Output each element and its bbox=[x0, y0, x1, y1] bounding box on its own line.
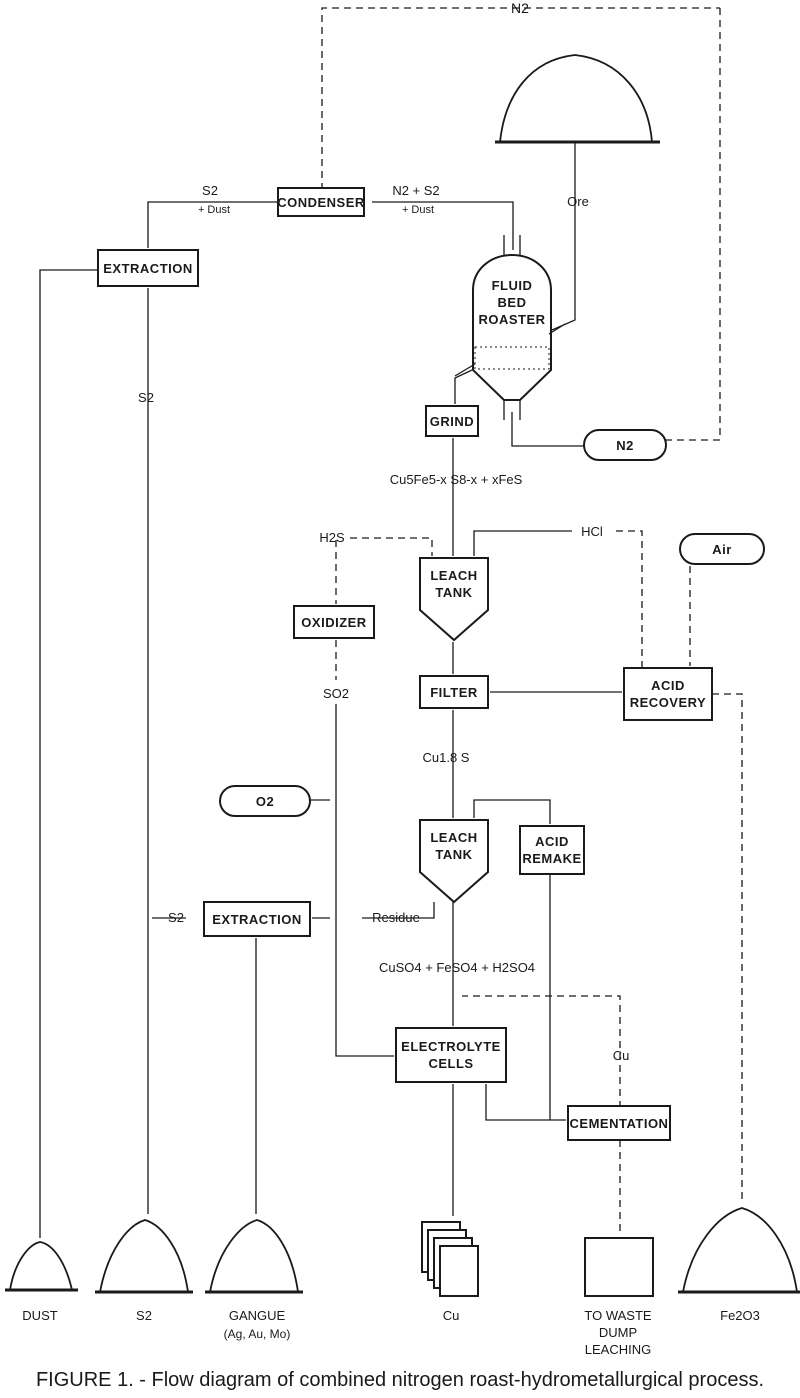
leach-tank-1-label-2: TANK bbox=[435, 585, 472, 600]
cementation-box bbox=[567, 1105, 671, 1141]
s2-dust-label-1: S2 bbox=[202, 183, 218, 198]
grind-box bbox=[425, 405, 479, 437]
extraction-top-box bbox=[97, 249, 199, 287]
to-cementation-line bbox=[485, 1084, 566, 1121]
cu-recycle-label: Cu bbox=[613, 1048, 630, 1063]
n2-recycle-line bbox=[321, 7, 720, 190]
extraction-bottom-label: EXTRACTION bbox=[212, 912, 302, 927]
leach-liquor-label: CuSO4 + FeSO4 + H2SO4 bbox=[379, 960, 535, 975]
electrolyte-cells-label-2: CELLS bbox=[428, 1056, 473, 1071]
ore-pile bbox=[495, 54, 660, 144]
ore-feed-line bbox=[551, 142, 576, 331]
n2-tank bbox=[583, 429, 667, 461]
hcl-label: HCl bbox=[581, 524, 603, 539]
h2s-to-leach-line bbox=[350, 537, 433, 556]
dust-line bbox=[39, 269, 98, 1238]
leach-tank-2 bbox=[419, 819, 489, 904]
extraction-bottom-box bbox=[203, 901, 311, 937]
acid-recovery-label-2: RECOVERY bbox=[630, 695, 706, 710]
s2-pile bbox=[95, 1219, 193, 1294]
s2-mid-label: S2 bbox=[138, 390, 154, 405]
electrolyte-cells-box bbox=[395, 1027, 507, 1083]
grind-label: GRIND bbox=[430, 414, 474, 429]
copper-sheets bbox=[421, 1221, 479, 1297]
air-tank bbox=[679, 533, 765, 565]
so2-label: SO2 bbox=[323, 686, 349, 701]
leach-tank-1-label-1: LEACH bbox=[430, 568, 477, 583]
roaster-product-label: Cu5Fe5-x S8-x + xFeS bbox=[390, 472, 523, 487]
fe2o3-label: Fe2O3 bbox=[720, 1308, 760, 1323]
leach-tank-2-label-2: TANK bbox=[435, 847, 472, 862]
acid-recovery-box bbox=[623, 667, 713, 721]
acid-remake-line bbox=[473, 799, 551, 824]
waste-label-2: DUMP bbox=[599, 1325, 637, 1340]
offgas-line bbox=[372, 201, 514, 250]
condenser-box bbox=[277, 187, 365, 217]
gangue-label: GANGUE bbox=[229, 1308, 286, 1323]
n2-tank-label: N2 bbox=[616, 438, 634, 453]
leach-tank-1 bbox=[419, 557, 489, 642]
discharge-line bbox=[454, 369, 473, 404]
acid-remake-box bbox=[519, 825, 585, 875]
cu-recycle-line bbox=[462, 995, 621, 1108]
air-tank-label: Air bbox=[712, 542, 732, 557]
residue-line bbox=[362, 902, 435, 919]
roaster-label-3: ROASTER bbox=[478, 312, 545, 327]
extraction-top-label: EXTRACTION bbox=[103, 261, 193, 276]
figure-caption: FIGURE 1. - Flow diagram of combined nit… bbox=[36, 1369, 764, 1391]
acid-remake-label-2: REMAKE bbox=[522, 851, 581, 866]
hcl-return-line bbox=[473, 530, 572, 556]
cementation-label: CEMENTATION bbox=[570, 1116, 669, 1131]
oxidizer-box bbox=[293, 605, 375, 639]
acid-recovery-label-1: ACID bbox=[651, 678, 685, 693]
fe2o3-line bbox=[712, 693, 743, 1200]
filter-label: FILTER bbox=[430, 685, 478, 700]
dust-pile bbox=[5, 1241, 78, 1292]
roaster-label-2: BED bbox=[498, 295, 527, 310]
s2-bottom-label: S2 bbox=[168, 910, 184, 925]
n2-top-label: N2 bbox=[511, 0, 529, 16]
s2-dust-line bbox=[147, 201, 278, 248]
o2-tank-label: O2 bbox=[256, 794, 274, 809]
fe2o3-pile bbox=[678, 1207, 800, 1294]
leach-tank-2-label-1: LEACH bbox=[430, 830, 477, 845]
h2s-label: H2S bbox=[319, 530, 345, 545]
fluid-bed-roaster bbox=[454, 235, 566, 420]
residue-label: Residue bbox=[372, 910, 420, 925]
hcl-dash-line bbox=[614, 530, 643, 668]
cu18s-label: Cu1.8 S bbox=[423, 750, 470, 765]
ore-label: Ore bbox=[567, 194, 589, 209]
s2-dust-label-2: + Dust bbox=[198, 204, 230, 216]
roaster-label-1: FLUID bbox=[492, 278, 533, 293]
so2-line bbox=[335, 704, 394, 1057]
waste-label-1: TO WASTE bbox=[584, 1308, 652, 1323]
n2-feed-line bbox=[511, 412, 584, 447]
o2-tank bbox=[219, 785, 311, 817]
acid-remake-label-1: ACID bbox=[535, 834, 569, 849]
condenser-label: CONDENSER bbox=[277, 195, 365, 210]
gangue-sub-label: (Ag, Au, Mo) bbox=[224, 1327, 291, 1341]
cu-label: Cu bbox=[443, 1308, 460, 1323]
s2-label: S2 bbox=[136, 1308, 152, 1323]
electrolyte-cells-label-1: ELECTROLYTE bbox=[401, 1039, 501, 1054]
n2-s2-dust-label-2: + Dust bbox=[402, 204, 434, 216]
waste-dump-box bbox=[584, 1237, 654, 1297]
gangue-pile bbox=[205, 1219, 303, 1294]
n2-s2-dust-label-1: N2 + S2 bbox=[392, 183, 439, 198]
waste-label-3: LEACHING bbox=[585, 1342, 651, 1357]
oxidizer-label: OXIDIZER bbox=[301, 615, 367, 630]
filter-box bbox=[419, 675, 489, 709]
n2-return-line bbox=[666, 8, 721, 441]
dust-label: DUST bbox=[22, 1308, 57, 1323]
